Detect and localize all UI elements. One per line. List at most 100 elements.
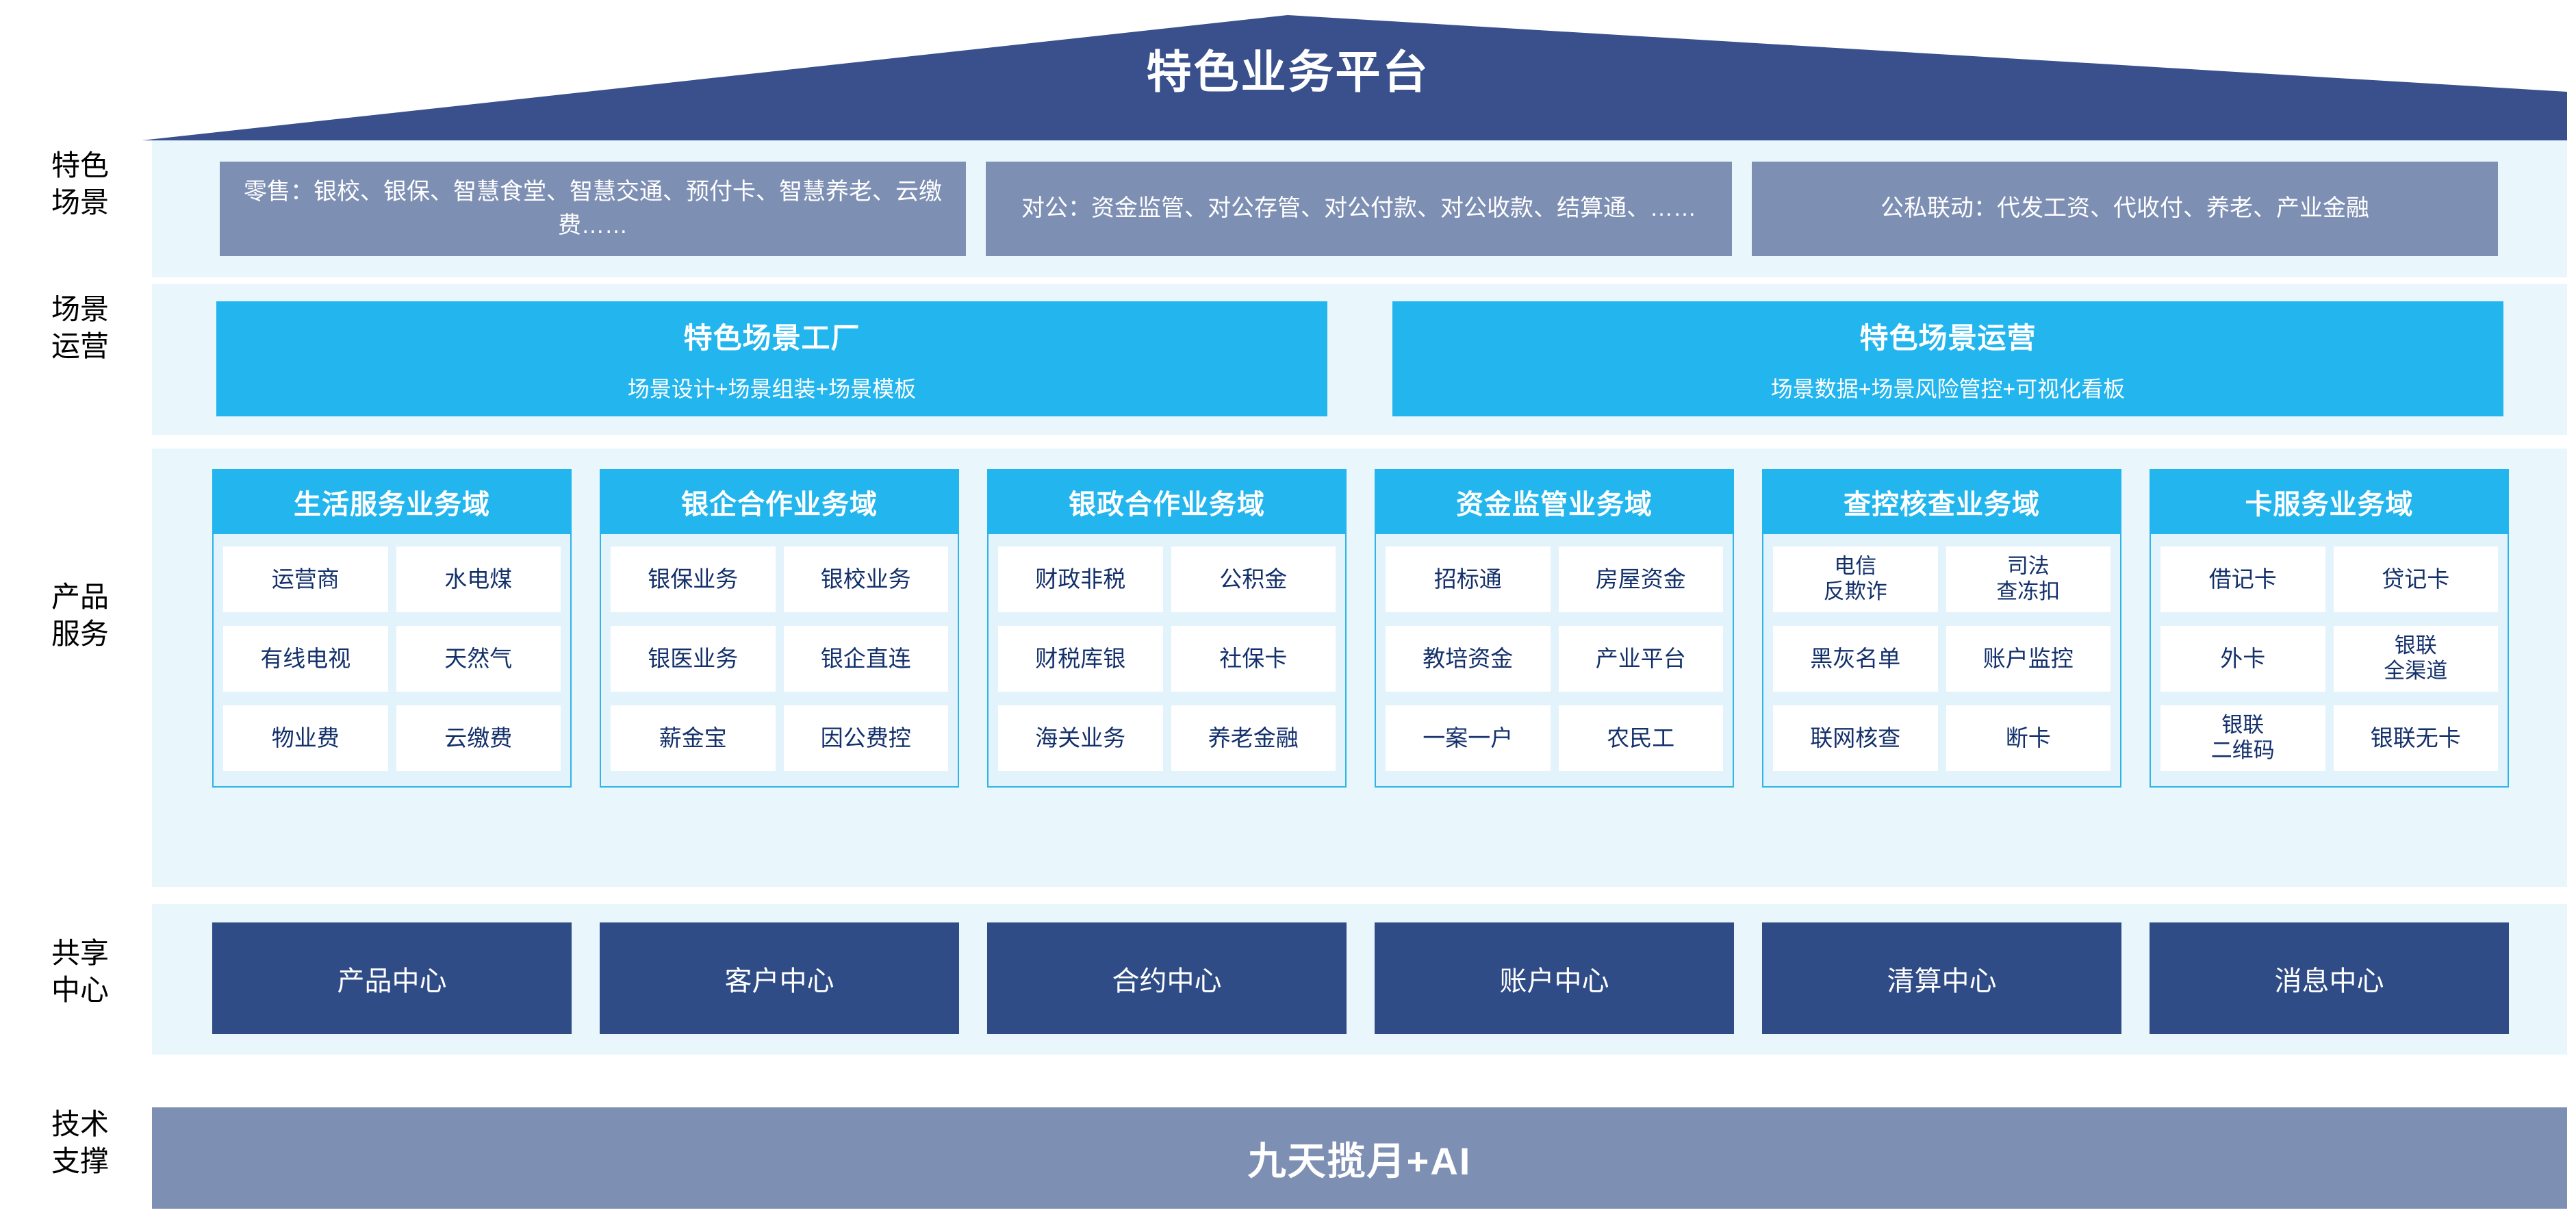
product-cell[interactable]: 借记卡 xyxy=(2160,546,2325,612)
roof-shape xyxy=(142,15,2567,140)
product-domain-row: 银医业务 银企直连 xyxy=(611,626,948,692)
product-cell[interactable]: 产业平台 xyxy=(1558,626,1723,692)
product-cell[interactable]: 天然气 xyxy=(396,626,561,692)
product-cell[interactable]: 司法查冻扣 xyxy=(1946,546,2110,612)
product-domain-body-5: 电信反欺诈 司法查冻扣 黑灰名单 账户监控 联网核查 断卡 xyxy=(1762,534,2121,788)
scenario-box-linkage[interactable]: 公私联动：代发工资、代收付、养老、产业金融 xyxy=(1752,162,2498,256)
product-domain-row: 借记卡 贷记卡 xyxy=(2160,546,2498,612)
product-domain-column-3[interactable]: 银政合作业务域 财政非税 公积金 财税库银 社保卡 海关业务 养老金融 xyxy=(987,469,1347,788)
product-domain-title-1: 生活服务业务域 xyxy=(212,469,572,534)
product-cell[interactable]: 一案一户 xyxy=(1386,705,1551,771)
product-domain-row: 财税库银 社保卡 xyxy=(998,626,1336,692)
product-cell[interactable]: 招标通 xyxy=(1386,546,1551,612)
product-domain-row: 海关业务 养老金融 xyxy=(998,705,1336,771)
product-cell[interactable]: 运营商 xyxy=(223,546,388,612)
product-cell[interactable]: 联网核查 xyxy=(1773,705,1938,771)
rail-label-tech: 技术 支撑 xyxy=(15,1106,145,1180)
product-cell[interactable]: 电信反欺诈 xyxy=(1773,546,1938,612)
product-domain-body-2: 银保业务 银校业务 银医业务 银企直连 薪金宝 因公费控 xyxy=(600,534,959,788)
product-cell[interactable]: 断卡 xyxy=(1946,705,2110,771)
product-service-panel: 生活服务业务域 运营商 水电煤 有线电视 天然气 物业费 云缴费 银企合作业务域… xyxy=(152,449,2567,887)
product-domain-title-5: 查控核查业务域 xyxy=(1762,469,2121,534)
product-cell[interactable]: 黑灰名单 xyxy=(1773,626,1938,692)
product-domain-column-5[interactable]: 查控核查业务域 电信反欺诈 司法查冻扣 黑灰名单 账户监控 联网核查 断卡 xyxy=(1762,469,2121,788)
shared-center-settlement[interactable]: 清算中心 xyxy=(1762,922,2121,1034)
product-domain-row: 教培资金 产业平台 xyxy=(1386,626,1723,692)
shared-center-customer[interactable]: 客户中心 xyxy=(600,922,959,1034)
product-cell[interactable]: 银联全渠道 xyxy=(2333,626,2498,692)
shared-center-product[interactable]: 产品中心 xyxy=(212,922,572,1034)
product-cell[interactable]: 银保业务 xyxy=(611,546,776,612)
product-cell[interactable]: 农民工 xyxy=(1558,705,1723,771)
product-domain-title-2: 银企合作业务域 xyxy=(600,469,959,534)
scenario-box-retail[interactable]: 零售：银校、银保、智慧食堂、智慧交通、预付卡、智慧养老、云缴费…… xyxy=(220,162,966,256)
product-domain-row: 黑灰名单 账户监控 xyxy=(1773,626,2110,692)
product-cell[interactable]: 物业费 xyxy=(223,705,388,771)
rail-label-tech-line2: 支撑 xyxy=(51,1144,109,1177)
product-domain-row: 薪金宝 因公费控 xyxy=(611,705,948,771)
shared-center-message[interactable]: 消息中心 xyxy=(2150,922,2509,1034)
rail-label-shared-line1: 共享 xyxy=(51,937,109,969)
product-domain-row: 财政非税 公积金 xyxy=(998,546,1336,612)
product-domain-row: 运营商 水电煤 xyxy=(223,546,561,612)
operation-box-factory[interactable]: 特色场景工厂 场景设计+场景组装+场景模板 xyxy=(216,301,1327,416)
rail-label-shared-line2: 中心 xyxy=(51,973,109,1006)
product-domain-row: 联网核查 断卡 xyxy=(1773,705,2110,771)
product-cell[interactable]: 银医业务 xyxy=(611,626,776,692)
scenario-box-corporate[interactable]: 对公：资金监管、对公存管、对公付款、对公收款、结算通、…… xyxy=(986,162,1732,256)
product-domain-row: 有线电视 天然气 xyxy=(223,626,561,692)
product-cell[interactable]: 水电煤 xyxy=(396,546,561,612)
product-cell[interactable]: 养老金融 xyxy=(1171,705,1336,771)
product-cell[interactable]: 银联无卡 xyxy=(2333,705,2498,771)
operation-operations-title: 特色场景运营 xyxy=(1859,321,2037,354)
page-title: 特色业务平台 xyxy=(1146,47,1430,97)
operation-factory-subtitle: 场景设计+场景组装+场景模板 xyxy=(627,376,917,401)
product-domain-row: 招标通 房屋资金 xyxy=(1386,546,1723,612)
rail-label-scenario: 特色 场景 xyxy=(15,147,145,221)
product-domain-title-6: 卡服务业务域 xyxy=(2150,469,2509,534)
product-cell[interactable]: 银企直连 xyxy=(783,626,948,692)
product-cell[interactable]: 外卡 xyxy=(2160,626,2325,692)
rail-label-shared: 共享 中心 xyxy=(15,935,145,1009)
operation-operations-subtitle: 场景数据+场景风险管控+可视化看板 xyxy=(1770,376,2126,401)
operation-panel: 特色场景工厂 场景设计+场景组装+场景模板 特色场景运营 场景数据+场景风险管控… xyxy=(152,284,2567,435)
product-cell[interactable]: 公积金 xyxy=(1171,546,1336,612)
rail-label-operation-line1: 场景 xyxy=(51,293,109,325)
product-domain-title-3: 银政合作业务域 xyxy=(987,469,1347,534)
shared-center-panel: 产品中心 客户中心 合约中心 账户中心 清算中心 消息中心 xyxy=(152,904,2567,1055)
product-cell[interactable]: 财政非税 xyxy=(998,546,1163,612)
product-cell[interactable]: 账户监控 xyxy=(1946,626,2110,692)
product-cell[interactable]: 云缴费 xyxy=(396,705,561,771)
product-domain-column-6[interactable]: 卡服务业务域 借记卡 贷记卡 外卡 银联全渠道 银联二维码 银联无卡 xyxy=(2150,469,2509,788)
product-domain-row: 银保业务 银校业务 xyxy=(611,546,948,612)
rail-label-scenario-line2: 场景 xyxy=(51,186,109,218)
operation-box-operations[interactable]: 特色场景运营 场景数据+场景风险管控+可视化看板 xyxy=(1392,301,2503,416)
rail-label-product-line2: 服务 xyxy=(51,617,109,650)
product-domain-row: 物业费 云缴费 xyxy=(223,705,561,771)
product-cell[interactable]: 银校业务 xyxy=(783,546,948,612)
product-cell[interactable]: 薪金宝 xyxy=(611,705,776,771)
product-domain-body-3: 财政非税 公积金 财税库银 社保卡 海关业务 养老金融 xyxy=(987,534,1347,788)
product-cell[interactable]: 房屋资金 xyxy=(1558,546,1723,612)
product-cell[interactable]: 有线电视 xyxy=(223,626,388,692)
product-domain-column-2[interactable]: 银企合作业务域 银保业务 银校业务 银医业务 银企直连 薪金宝 因公费控 xyxy=(600,469,959,788)
rail-label-operation-line2: 运营 xyxy=(51,329,109,362)
product-domain-column-4[interactable]: 资金监管业务域 招标通 房屋资金 教培资金 产业平台 一案一户 农民工 xyxy=(1375,469,1734,788)
product-cell[interactable]: 社保卡 xyxy=(1171,626,1336,692)
shared-center-contract[interactable]: 合约中心 xyxy=(987,922,1347,1034)
product-cell[interactable]: 财税库银 xyxy=(998,626,1163,692)
product-cell[interactable]: 海关业务 xyxy=(998,705,1163,771)
product-cell[interactable]: 因公费控 xyxy=(783,705,948,771)
product-cell[interactable]: 贷记卡 xyxy=(2333,546,2498,612)
rail-label-product: 产品 服务 xyxy=(15,579,145,653)
shared-center-account[interactable]: 账户中心 xyxy=(1375,922,1734,1034)
rail-label-tech-line1: 技术 xyxy=(51,1108,109,1140)
product-cell[interactable]: 银联二维码 xyxy=(2160,705,2325,771)
product-domain-row: 外卡 银联全渠道 xyxy=(2160,626,2498,692)
operation-factory-title: 特色场景工厂 xyxy=(683,321,860,354)
tech-support-bar[interactable]: 九天揽月+AI xyxy=(152,1107,2567,1209)
product-cell[interactable]: 教培资金 xyxy=(1386,626,1551,692)
rail-label-scenario-line1: 特色 xyxy=(51,149,109,181)
product-domain-column-1[interactable]: 生活服务业务域 运营商 水电煤 有线电视 天然气 物业费 云缴费 xyxy=(212,469,572,788)
product-domain-body-6: 借记卡 贷记卡 外卡 银联全渠道 银联二维码 银联无卡 xyxy=(2150,534,2509,788)
